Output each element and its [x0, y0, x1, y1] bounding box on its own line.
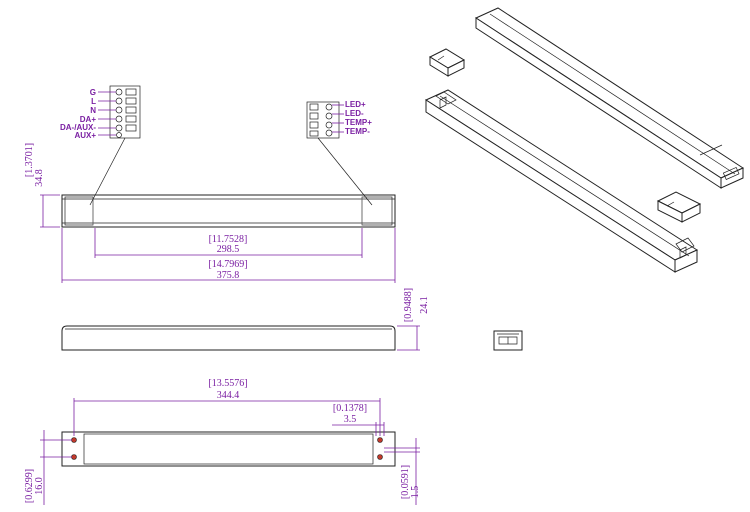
thickness-inch-label: [0.9488] — [403, 288, 414, 322]
isometric-closed-view — [474, 7, 745, 189]
total-length-dimension: [14.7969] 375.8 — [61, 228, 396, 283]
terminal-label-g: G — [90, 88, 96, 97]
slot-inch-label: [0.0591] — [400, 465, 411, 499]
terminal-label-led-plus: LED+ — [345, 100, 366, 109]
inner-length-mm-label: 298.5 — [217, 244, 240, 255]
bottom-view — [61, 431, 396, 467]
height-mm-label: 34.8 — [34, 169, 45, 187]
thickness-dimension: [0.9488] 24.1 — [397, 288, 430, 351]
hole-pitch-dimension: [13.5576] 344.4 — [73, 378, 381, 436]
end-view — [493, 330, 523, 351]
height-inch-label: [1.3701] — [24, 143, 35, 177]
terminal-label-aux-plus: AUX+ — [74, 131, 96, 140]
front-view — [61, 194, 396, 228]
total-length-inch-label: [14.7969] — [208, 259, 247, 270]
bottom-width-inch-label: [0.6299] — [24, 469, 35, 503]
terminal-label-led-minus: LED- — [345, 109, 364, 118]
hole-offset-inch-label: [0.1378] — [333, 403, 367, 414]
terminal-label-l: L — [91, 97, 96, 106]
bottom-width-dimension: [0.6299] 16.0 — [24, 430, 72, 505]
end-cap-right — [656, 191, 702, 223]
isometric-open-view — [424, 48, 702, 273]
terminal-label-temp-minus: TEMP- — [345, 127, 370, 136]
hole-offset-dimension: [0.1378] 3.5 — [332, 403, 385, 436]
inner-length-inch-label: [11.7528] — [209, 234, 248, 245]
end-cap-left — [428, 48, 466, 77]
slot-mm-label: 1.5 — [410, 486, 421, 499]
inner-length-dimension: [11.7528] 298.5 — [94, 228, 363, 258]
thickness-mm-label: 24.1 — [419, 296, 430, 314]
height-dimension: [1.3701] 34.8 — [24, 143, 60, 228]
output-terminal-block: LED+ LED- TEMP+ TEMP- — [306, 100, 373, 206]
hole-pitch-mm-label: 344.4 — [217, 390, 240, 401]
terminal-label-da-plus: DA+ — [80, 115, 97, 124]
slot-dimension: [0.0591] 1.5 — [384, 438, 421, 505]
hole-pitch-inch-label: [13.5576] — [208, 378, 247, 389]
terminal-label-da-minus-aux-minus: DA-/AUX- — [60, 123, 96, 132]
terminal-label-n: N — [90, 106, 96, 115]
hole-offset-mm-label: 3.5 — [344, 414, 357, 425]
bottom-width-mm-label: 16.0 — [34, 477, 45, 495]
terminal-label-temp-plus: TEMP+ — [345, 118, 372, 127]
side-view — [61, 325, 396, 351]
total-length-mm-label: 375.8 — [217, 270, 240, 281]
mounting-holes — [71, 437, 383, 460]
input-terminal-block: G L N DA+ DA-/AUX- AUX+ — [60, 85, 141, 206]
